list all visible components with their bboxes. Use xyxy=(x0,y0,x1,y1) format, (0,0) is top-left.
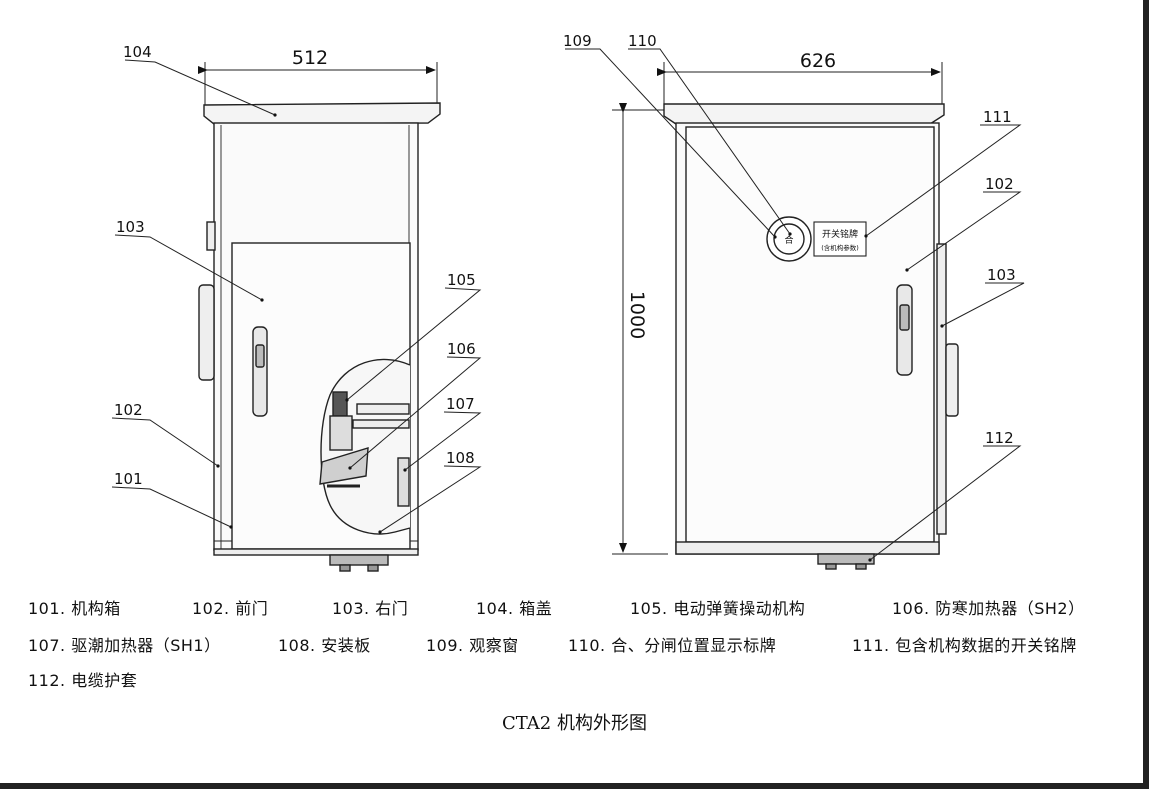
leader-lines xyxy=(111,48,1025,562)
callout-109: 109 xyxy=(563,32,592,50)
leader-103-right xyxy=(940,282,1025,328)
callout-110: 110 xyxy=(628,32,657,50)
callout-105: 105 xyxy=(447,271,476,289)
legend-item-110: 110. 合、分闸位置显示标牌 xyxy=(568,636,777,655)
callout-101: 101 xyxy=(114,470,143,488)
legend-item-111: 111. 包含机构数据的开关铭牌 xyxy=(852,636,1077,655)
leader-103-left xyxy=(114,234,264,302)
leader-108 xyxy=(378,465,482,534)
front-door-right xyxy=(685,126,935,543)
callout-102-left: 102 xyxy=(114,401,143,419)
legend-item-103: 103. 右门 xyxy=(332,599,409,618)
indicator-symbol: 合 xyxy=(784,234,793,246)
callout-112: 112 xyxy=(985,429,1014,447)
dim-text-1000: 1000 xyxy=(626,291,648,339)
right-view xyxy=(612,62,959,570)
callout-104: 104 xyxy=(123,43,152,61)
left-view xyxy=(198,62,441,572)
dimension-left-width xyxy=(198,62,438,110)
leader-101 xyxy=(111,486,233,529)
leader-105 xyxy=(345,287,482,402)
legend-item-112: 112. 电缆护套 xyxy=(28,671,138,690)
leader-102-left xyxy=(111,417,220,468)
dim-text-626: 626 xyxy=(800,50,836,72)
leader-112 xyxy=(868,445,1022,562)
door-handle-left xyxy=(252,326,268,417)
legend-item-107: 107. 驱潮加热器（SH1） xyxy=(28,636,221,655)
lid-left xyxy=(203,102,441,125)
leader-110 xyxy=(628,48,792,236)
legend-item-101: 101. 机构箱 xyxy=(28,599,121,618)
switch-nameplate xyxy=(813,221,867,257)
leader-107 xyxy=(403,411,482,472)
leader-106 xyxy=(348,356,482,470)
leader-104 xyxy=(124,59,277,117)
legend-item-105: 105. 电动弹簧操动机构 xyxy=(630,599,806,618)
nameplate-line2: (含机构参数) xyxy=(821,243,859,252)
callout-102-right: 102 xyxy=(985,175,1014,193)
leader-109 xyxy=(565,48,777,239)
leader-111 xyxy=(864,124,1022,238)
legend-item-108: 108. 安装板 xyxy=(278,636,371,655)
door-handle-side-right xyxy=(945,343,959,417)
legend-item-109: 109. 观察窗 xyxy=(426,636,519,655)
nameplate-line1: 开关铭牌 xyxy=(822,228,858,240)
cable-gland-left xyxy=(329,554,389,566)
door-handle-side-left xyxy=(198,284,215,381)
mechanism-motor xyxy=(332,391,348,417)
callout-labels: 104 103 105 106 107 108 102 101 109 110 … xyxy=(114,32,1016,488)
dimension-right-width xyxy=(657,62,943,104)
legend-item-104: 104. 箱盖 xyxy=(476,599,553,618)
callout-103-right: 103 xyxy=(987,266,1016,284)
cable-gland-right xyxy=(817,553,875,565)
callout-111: 111 xyxy=(983,108,1012,126)
figure-caption: CTA2 机构外形图 xyxy=(502,713,647,734)
right-door-side xyxy=(936,243,947,535)
callout-106: 106 xyxy=(447,340,476,358)
callout-103-left: 103 xyxy=(116,218,145,236)
legend-item-102: 102. 前门 xyxy=(192,599,269,618)
callout-108: 108 xyxy=(446,449,475,467)
heater-sh1 xyxy=(397,457,410,507)
dimension-height xyxy=(612,103,668,555)
hinge-left xyxy=(206,221,216,251)
dim-text-512: 512 xyxy=(292,47,328,69)
leader-102-right xyxy=(905,191,1022,272)
legend-item-106: 106. 防寒加热器（SH2） xyxy=(892,599,1085,618)
callout-107: 107 xyxy=(446,395,475,413)
